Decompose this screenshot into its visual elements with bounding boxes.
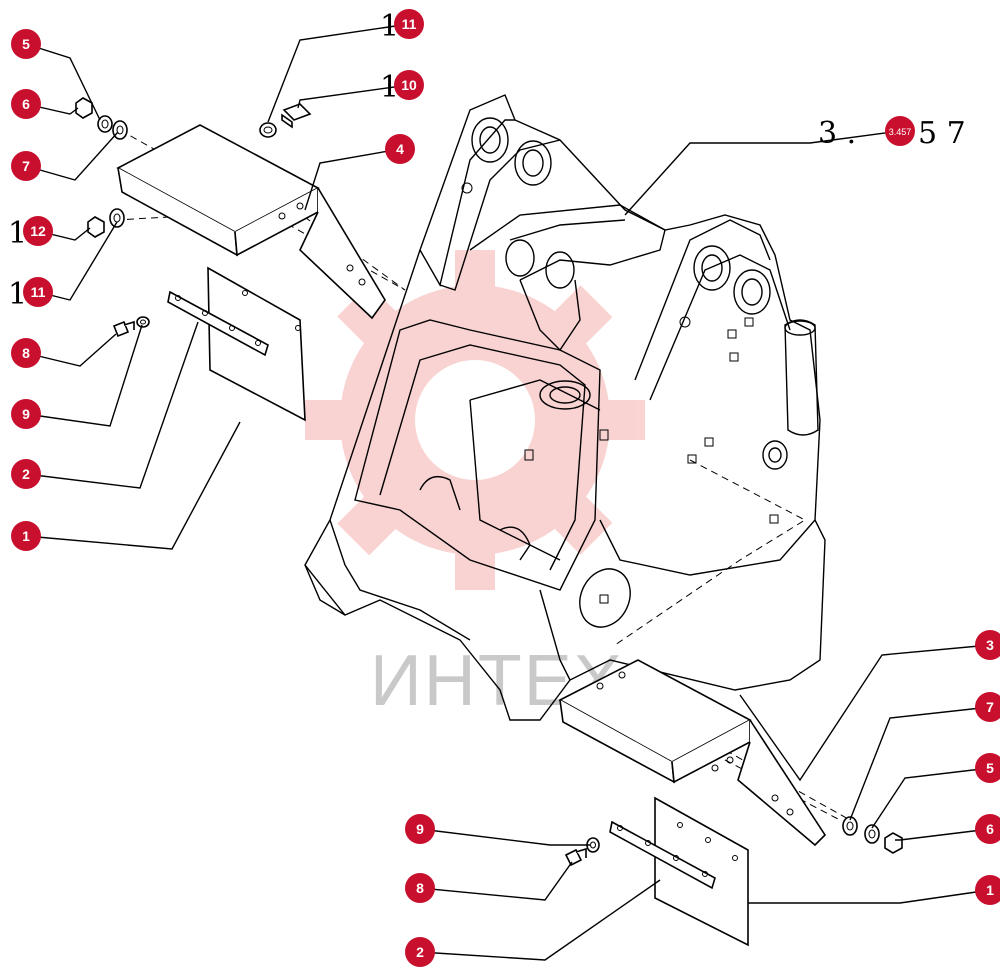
callout-badge-circle bbox=[11, 399, 41, 429]
hardware-bottom bbox=[564, 816, 903, 867]
callout-badge-circle bbox=[23, 277, 53, 307]
reference-suffix: 5 7 bbox=[918, 116, 966, 151]
stray-digit-11-left: 1 bbox=[8, 277, 27, 312]
callout-label: 7 bbox=[22, 158, 30, 174]
callout-badge-circle bbox=[975, 875, 1000, 905]
fender-top bbox=[116, 124, 386, 320]
stray-digit-11-top: 1 bbox=[380, 9, 399, 44]
callout-label: 5 bbox=[986, 760, 994, 776]
fender-bottom bbox=[558, 659, 827, 847]
callout-badge-circle bbox=[405, 814, 435, 844]
callout-label: 7 bbox=[986, 699, 994, 715]
callout-c-8-bottom: 8 bbox=[405, 873, 435, 903]
callout-c-7-bottom: 7 bbox=[975, 692, 1000, 722]
callout-badge-circle bbox=[23, 216, 53, 246]
callout-label: 9 bbox=[22, 406, 30, 422]
callout-badge-circle bbox=[385, 134, 415, 164]
callout-badge-circle bbox=[405, 937, 435, 967]
callout-c-2-bottom: 2 bbox=[405, 937, 435, 967]
callout-label: 8 bbox=[416, 880, 424, 896]
callout-c-4: 4 bbox=[385, 134, 415, 164]
callout-c-6-top: 6 bbox=[11, 89, 41, 119]
stray-digit-12: 1 bbox=[8, 216, 27, 251]
reference-badge-circle bbox=[885, 116, 915, 146]
callout-badge-circle bbox=[975, 630, 1000, 660]
callout-badge-circle bbox=[975, 692, 1000, 722]
callout-c-8-top: 8 bbox=[11, 338, 41, 368]
callout-c-3: 3 bbox=[975, 630, 1000, 660]
callout-label: 5 bbox=[22, 36, 30, 52]
callout-badge-circle bbox=[405, 873, 435, 903]
callout-badge-circle bbox=[11, 89, 41, 119]
callout-badge-circle bbox=[11, 459, 41, 489]
callout-c-12: 12 bbox=[23, 216, 53, 246]
callout-label: 11 bbox=[31, 284, 46, 300]
mudflap-bottom bbox=[609, 796, 749, 947]
callout-c-1-top: 1 bbox=[11, 521, 41, 551]
callout-label: 2 bbox=[22, 466, 30, 482]
callout-label: 3 bbox=[986, 637, 994, 653]
callout-c-7-top: 7 bbox=[11, 151, 41, 181]
hardware-top bbox=[75, 97, 312, 338]
callout-c-6-bottom: 6 bbox=[975, 814, 1000, 844]
mudflap-top bbox=[167, 266, 306, 422]
loader-frame bbox=[304, 94, 826, 721]
callout-label: 4 bbox=[396, 141, 404, 157]
callout-label: 10 bbox=[401, 77, 417, 93]
callout-badge-circle bbox=[11, 29, 41, 59]
reference-prefix: 3 . bbox=[818, 116, 856, 151]
callout-c-11-top: 11 bbox=[394, 9, 424, 39]
callout-label: 6 bbox=[986, 821, 994, 837]
callout-c-10: 10 bbox=[394, 70, 424, 100]
callout-c-2-top: 2 bbox=[11, 459, 41, 489]
stray-digits: 1 1 1 1 bbox=[8, 9, 399, 312]
leader-lines bbox=[25, 23, 991, 961]
callout-c-5-top: 5 bbox=[11, 29, 41, 59]
callout-badge-circle bbox=[394, 70, 424, 100]
callout-c-9-bottom: 9 bbox=[405, 814, 435, 844]
stray-digit-10: 1 bbox=[380, 70, 399, 105]
callout-badge-circle bbox=[394, 9, 424, 39]
callout-badge-circle bbox=[11, 151, 41, 181]
callout-badge-circle bbox=[11, 338, 41, 368]
callout-c-9-top: 9 bbox=[11, 399, 41, 429]
callout-badge-circle bbox=[11, 521, 41, 551]
callout-c-1-bottom: 1 bbox=[975, 875, 1000, 905]
callout-label: 8 bbox=[22, 345, 30, 361]
callout-badge-circle bbox=[975, 814, 1000, 844]
reference-badge-text: 3.457 bbox=[889, 127, 912, 137]
callout-label: 1 bbox=[22, 528, 30, 544]
reference-number: 3 . 3.457 5 7 bbox=[818, 116, 966, 151]
callout-label: 1 bbox=[986, 882, 994, 898]
callout-label: 6 bbox=[22, 96, 30, 112]
callout-label: 12 bbox=[30, 223, 46, 239]
callout-label: 11 bbox=[402, 16, 417, 32]
callout-label: 9 bbox=[416, 821, 424, 837]
callout-label: 2 bbox=[416, 944, 424, 960]
callout-c-5-bottom: 5 bbox=[975, 753, 1000, 783]
callout-c-11-left: 11 bbox=[23, 277, 53, 307]
callout-badge-circle bbox=[975, 753, 1000, 783]
